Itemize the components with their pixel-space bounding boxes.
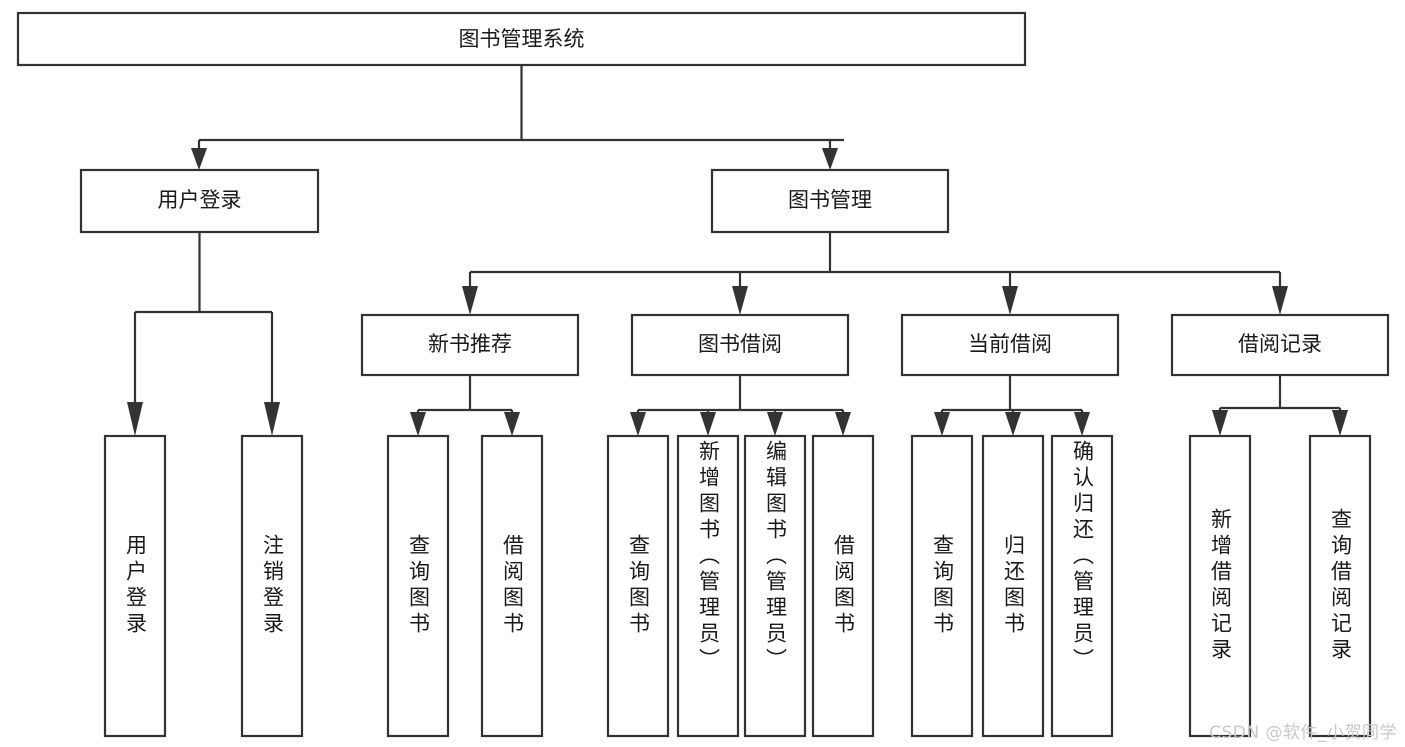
node-book-management[interactable]: 图书管理 (710, 168, 950, 234)
arrow-head-leaf-confirm-return-admin (1074, 412, 1090, 436)
node-root-label: 图书管理系统 (459, 27, 585, 51)
node-leaf-query-books-nbr-label: 查询图书 (406, 534, 431, 638)
node-leaf-logout-box[interactable] (240, 434, 304, 738)
node-leaf-borrow-books-bb[interactable]: 借阅图书 (811, 434, 875, 738)
node-borrow-record-label: 借阅记录 (1238, 332, 1322, 356)
node-leaf-add-book-admin-label: 新增图书（管理员） (696, 440, 721, 674)
node-root-box[interactable] (16, 11, 1027, 67)
arrow-head-leaf-edit-book-admin (767, 412, 783, 436)
node-user-login-box[interactable] (79, 168, 320, 234)
node-borrow-record-box[interactable] (1170, 313, 1390, 377)
node-leaf-query-books-bb-label: 查询图书 (626, 534, 651, 638)
node-leaf-return-books[interactable]: 归还图书 (981, 434, 1045, 738)
node-leaf-borrow-books-bb-label: 借阅图书 (831, 534, 856, 638)
node-leaf-query-borrow-record[interactable]: 查询借阅记录 (1308, 434, 1372, 738)
arrow-head-leaf-borrow-books-nbr (504, 412, 520, 436)
node-borrow-record[interactable]: 借阅记录 (1170, 313, 1390, 377)
arrow-head-leaf-user-login (127, 402, 143, 436)
arrow-head-leaf-borrow-books-bb (835, 412, 851, 436)
node-leaf-add-borrow-record-box[interactable] (1188, 434, 1252, 738)
connectors-layer (127, 65, 1348, 436)
node-leaf-user-login-label: 用户登录 (123, 534, 148, 638)
node-leaf-confirm-return-admin-box[interactable] (1050, 434, 1114, 738)
arrow-head-leaf-query-books-cb (934, 412, 950, 436)
arrow-head-borrow-record (1272, 286, 1288, 315)
node-leaf-return-books-label: 归还图书 (1001, 534, 1026, 638)
node-leaf-logout-label: 注销登录 (260, 534, 285, 638)
node-leaf-query-borrow-record-box[interactable] (1308, 434, 1372, 738)
node-leaf-query-books-cb-box[interactable] (910, 434, 974, 738)
node-leaf-confirm-return-admin-label: 确认归还（管理员） (1070, 440, 1095, 674)
arrow-head-leaf-logout (264, 402, 280, 436)
node-leaf-query-books-cb-label: 查询图书 (930, 534, 955, 638)
node-leaf-query-books-nbr-box[interactable] (386, 434, 450, 738)
arrow-head-leaf-add-book-admin (700, 412, 716, 436)
node-leaf-user-login-box[interactable] (103, 434, 167, 738)
node-leaf-add-borrow-record-label: 新增借阅记录 (1208, 508, 1233, 664)
node-new-book-recommend-box[interactable] (360, 313, 580, 377)
arrow-head-leaf-query-books-bb (630, 412, 646, 436)
node-leaf-edit-book-admin[interactable]: 编辑图书（管理员） (743, 434, 807, 738)
node-current-borrow-box[interactable] (900, 313, 1120, 377)
node-leaf-edit-book-admin-box[interactable] (743, 434, 807, 738)
node-leaf-query-books-cb[interactable]: 查询图书 (910, 434, 974, 738)
arrow-head-new-book-recommend (462, 286, 478, 315)
node-leaf-query-borrow-record-label: 查询借阅记录 (1328, 508, 1353, 664)
node-leaf-borrow-books-nbr-label: 借阅图书 (500, 534, 525, 638)
arrow-head-current-borrow (1002, 286, 1018, 315)
node-leaf-query-books-nbr[interactable]: 查询图书 (386, 434, 450, 738)
arrow-head-leaf-return-books (1005, 412, 1021, 436)
node-leaf-borrow-books-nbr-box[interactable] (480, 434, 544, 738)
node-book-management-box[interactable] (710, 168, 950, 234)
node-leaf-confirm-return-admin[interactable]: 确认归还（管理员） (1050, 434, 1114, 738)
node-leaf-query-books-bb[interactable]: 查询图书 (606, 434, 670, 738)
node-leaf-borrow-books-bb-box[interactable] (811, 434, 875, 738)
node-book-borrow[interactable]: 图书借阅 (630, 313, 850, 377)
node-leaf-user-login[interactable]: 用户登录 (103, 434, 167, 738)
node-current-borrow[interactable]: 当前借阅 (900, 313, 1120, 377)
arrow-head-user-login (191, 148, 207, 170)
arrow-head-leaf-query-borrow-record (1332, 410, 1348, 436)
node-book-management-label: 图书管理 (788, 188, 872, 212)
node-leaf-add-book-admin-box[interactable] (676, 434, 740, 738)
node-user-login-label: 用户登录 (158, 188, 242, 212)
node-leaf-borrow-books-nbr[interactable]: 借阅图书 (480, 434, 544, 738)
arrow-head-book-borrow (732, 286, 748, 315)
node-leaf-add-book-admin[interactable]: 新增图书（管理员） (676, 434, 740, 738)
arrow-head-leaf-query-books-nbr (410, 412, 426, 436)
node-user-login[interactable]: 用户登录 (79, 168, 320, 234)
node-leaf-edit-book-admin-label: 编辑图书（管理员） (763, 440, 788, 674)
node-leaf-query-books-bb-box[interactable] (606, 434, 670, 738)
node-book-borrow-box[interactable] (630, 313, 850, 377)
node-new-book-recommend[interactable]: 新书推荐 (360, 313, 580, 377)
node-leaf-logout[interactable]: 注销登录 (240, 434, 304, 738)
csdn-watermark: CSDN @软件_小贺同学 (1209, 723, 1397, 743)
node-current-borrow-label: 当前借阅 (968, 332, 1052, 356)
node-leaf-add-borrow-record[interactable]: 新增借阅记录 (1188, 434, 1252, 738)
arrow-head-book-management (822, 148, 838, 170)
arrow-head-leaf-add-borrow-record (1212, 410, 1228, 436)
node-root[interactable]: 图书管理系统 (16, 11, 1027, 67)
node-leaf-return-books-box[interactable] (981, 434, 1045, 738)
node-new-book-recommend-label: 新书推荐 (428, 332, 512, 356)
node-book-borrow-label: 图书借阅 (698, 332, 782, 356)
